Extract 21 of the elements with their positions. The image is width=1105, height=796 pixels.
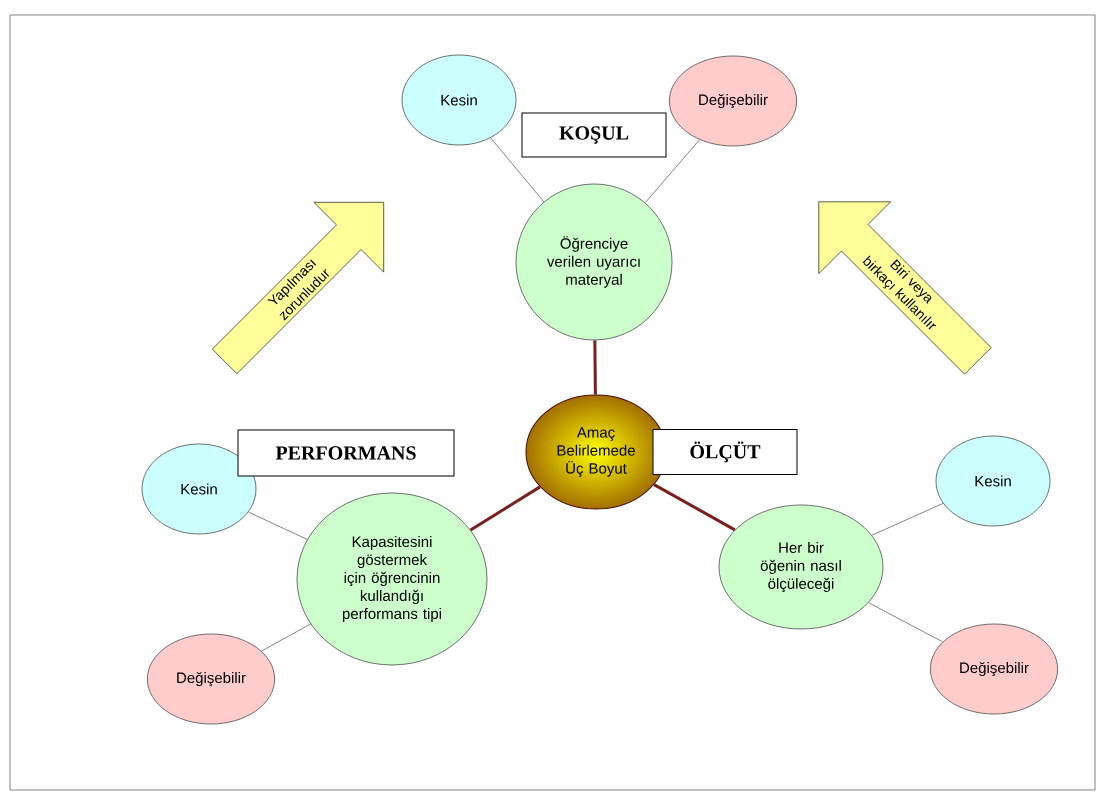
title-box: KOŞUL <box>521 112 667 158</box>
ellipse-node: Kesin <box>141 443 257 535</box>
connector-line <box>868 602 944 643</box>
connector-line <box>653 483 736 532</box>
connector-line <box>871 502 944 536</box>
connector-line <box>469 485 541 532</box>
connector-line <box>261 623 311 652</box>
ellipse-node: Değişebilir <box>146 633 276 725</box>
ellipse-node: Kesin <box>401 54 517 146</box>
ellipse-node: Değişebilir <box>668 55 798 147</box>
title-box: PERFORMANS <box>237 429 455 477</box>
connector-line <box>248 511 308 540</box>
connector-line <box>490 137 545 203</box>
ellipse-node: Öğrenciye verilen uyarıcı materyal <box>515 183 673 341</box>
connector-line <box>644 139 700 204</box>
ellipse-node: Her bir öğenin nasıl ölçüleceği <box>718 504 884 630</box>
connector-line <box>593 340 597 395</box>
ellipse-node: Değişebilir <box>929 623 1059 715</box>
ellipse-node: Kesin <box>935 435 1051 527</box>
ellipse-node: Kapasitesini göstermek için öğrencinin kullandığı performans tipi <box>296 492 488 666</box>
title-box: ÖLÇÜT <box>652 429 798 475</box>
